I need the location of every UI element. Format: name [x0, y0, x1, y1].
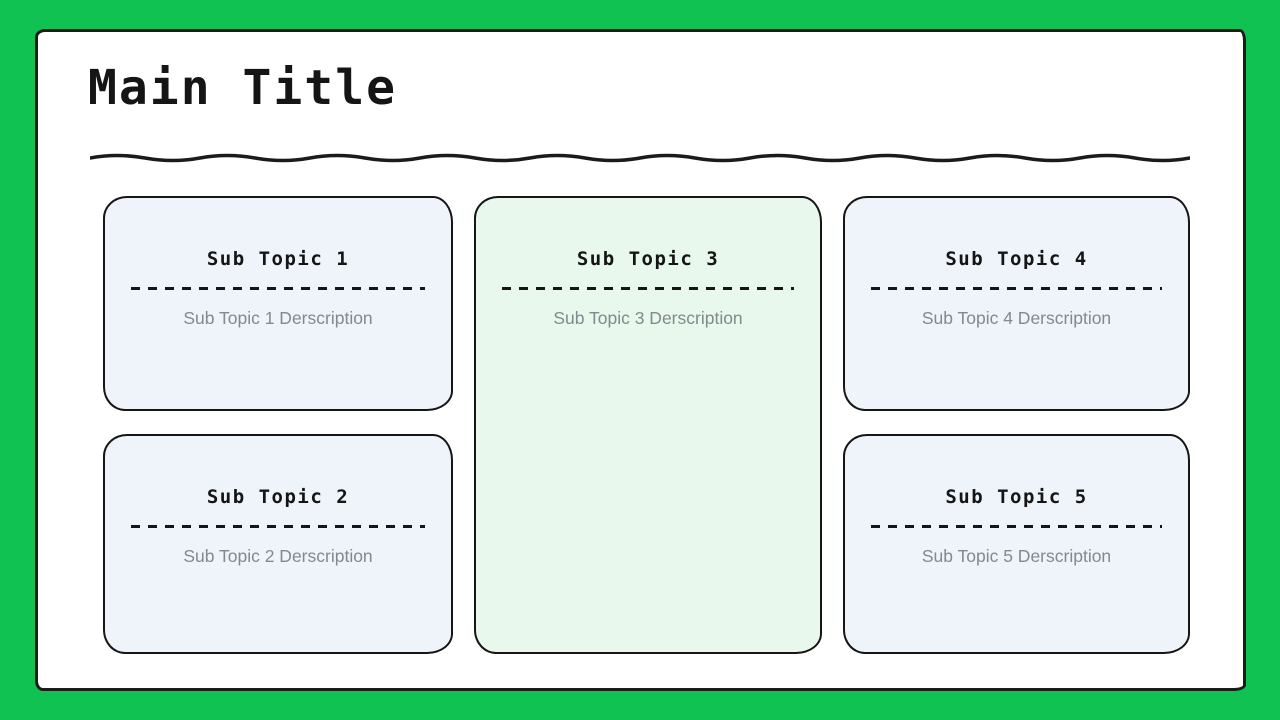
subtopic-title: Sub Topic 2	[206, 486, 350, 508]
subtopic-description: Sub Topic 3 Derscription	[553, 308, 743, 328]
subtopic-description: Sub Topic 4 Derscription	[921, 308, 1112, 328]
dashed-divider	[131, 525, 425, 528]
dashed-divider	[871, 287, 1162, 290]
subtopic-card-1: Sub Topic 1 Sub Topic 1 Derscription	[103, 196, 453, 411]
page-title: Main Title	[88, 60, 397, 116]
subtopic-title: Sub Topic 5	[945, 486, 1088, 508]
subtopic-title: Sub Topic 3	[576, 248, 720, 270]
subtopic-card-2: Sub Topic 2 Sub Topic 2 Derscription	[103, 434, 453, 654]
subtopic-card-4: Sub Topic 4 Sub Topic 4 Derscription	[843, 196, 1190, 411]
subtopic-title: Sub Topic 1	[206, 248, 350, 270]
subtopic-title: Sub Topic 4	[945, 248, 1088, 270]
subtopic-card-3: Sub Topic 3 Sub Topic 3 Derscription	[474, 196, 822, 654]
dashed-divider	[502, 287, 794, 290]
wavy-divider-line	[90, 153, 1190, 163]
subtopic-description: Sub Topic 1 Derscription	[183, 308, 373, 328]
dashed-divider	[871, 525, 1162, 528]
subtopic-description: Sub Topic 2 Derscription	[183, 546, 373, 566]
subtopic-card-5: Sub Topic 5 Sub Topic 5 Derscription	[843, 434, 1190, 654]
subtopic-description: Sub Topic 5 Derscription	[921, 546, 1112, 566]
dashed-divider	[131, 287, 425, 290]
cards-grid: Sub Topic 1 Sub Topic 1 Derscription Sub…	[103, 196, 1190, 654]
